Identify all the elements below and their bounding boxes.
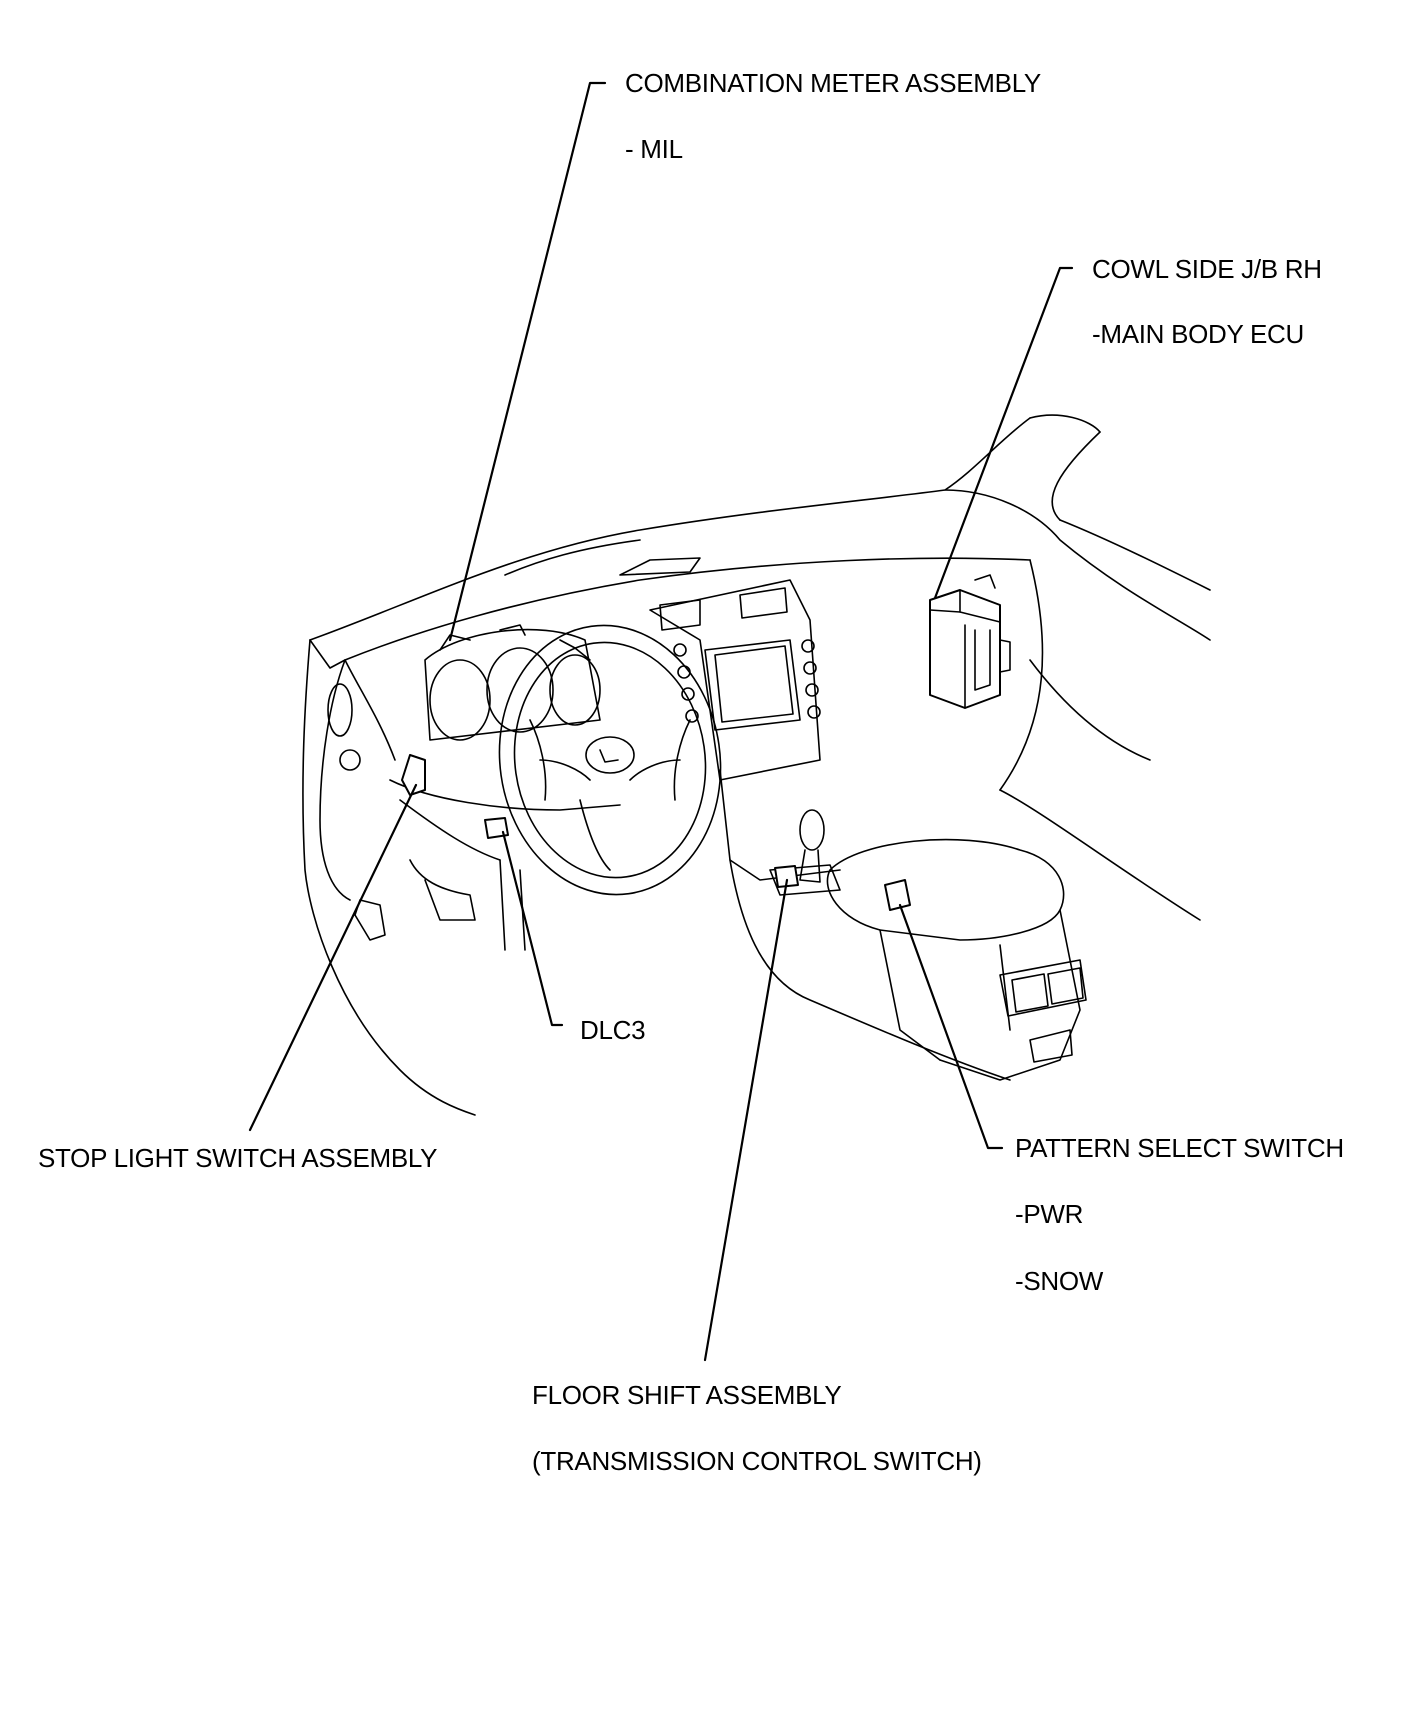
label-pattern-select-sub1: -PWR [1015, 1199, 1084, 1229]
cowl-side-jb-drawing [929, 574, 1011, 709]
leader-lines [248, 81, 1074, 1362]
dashboard-outline [302, 414, 1211, 1116]
label-dlc3: DLC3 [580, 1015, 646, 1045]
combination-meter-drawing [424, 624, 601, 741]
label-stop-light: STOP LIGHT SWITCH ASSEMBLY [38, 1143, 438, 1173]
connector-parts [401, 754, 911, 911]
label-floor-shift-sub: (TRANSMISSION CONTROL SWITCH) [532, 1446, 982, 1476]
armrest-drawing [826, 838, 1087, 1081]
label-combination-meter-sub: - MIL [625, 134, 683, 164]
label-cowl-side: COWL SIDE J/B RH [1092, 254, 1322, 284]
label-pattern-select-sub2: -SNOW [1015, 1266, 1104, 1296]
label-pattern-select: PATTERN SELECT SWITCH [1015, 1133, 1344, 1163]
center-console-drawing [649, 579, 1011, 1081]
label-floor-shift: FLOOR SHIFT ASSEMBLY [532, 1380, 842, 1410]
steering-wheel-drawing [498, 624, 722, 951]
label-cowl-side-sub: -MAIN BODY ECU [1092, 319, 1305, 349]
label-combination-meter: COMBINATION METER ASSEMBLY [625, 68, 1041, 98]
